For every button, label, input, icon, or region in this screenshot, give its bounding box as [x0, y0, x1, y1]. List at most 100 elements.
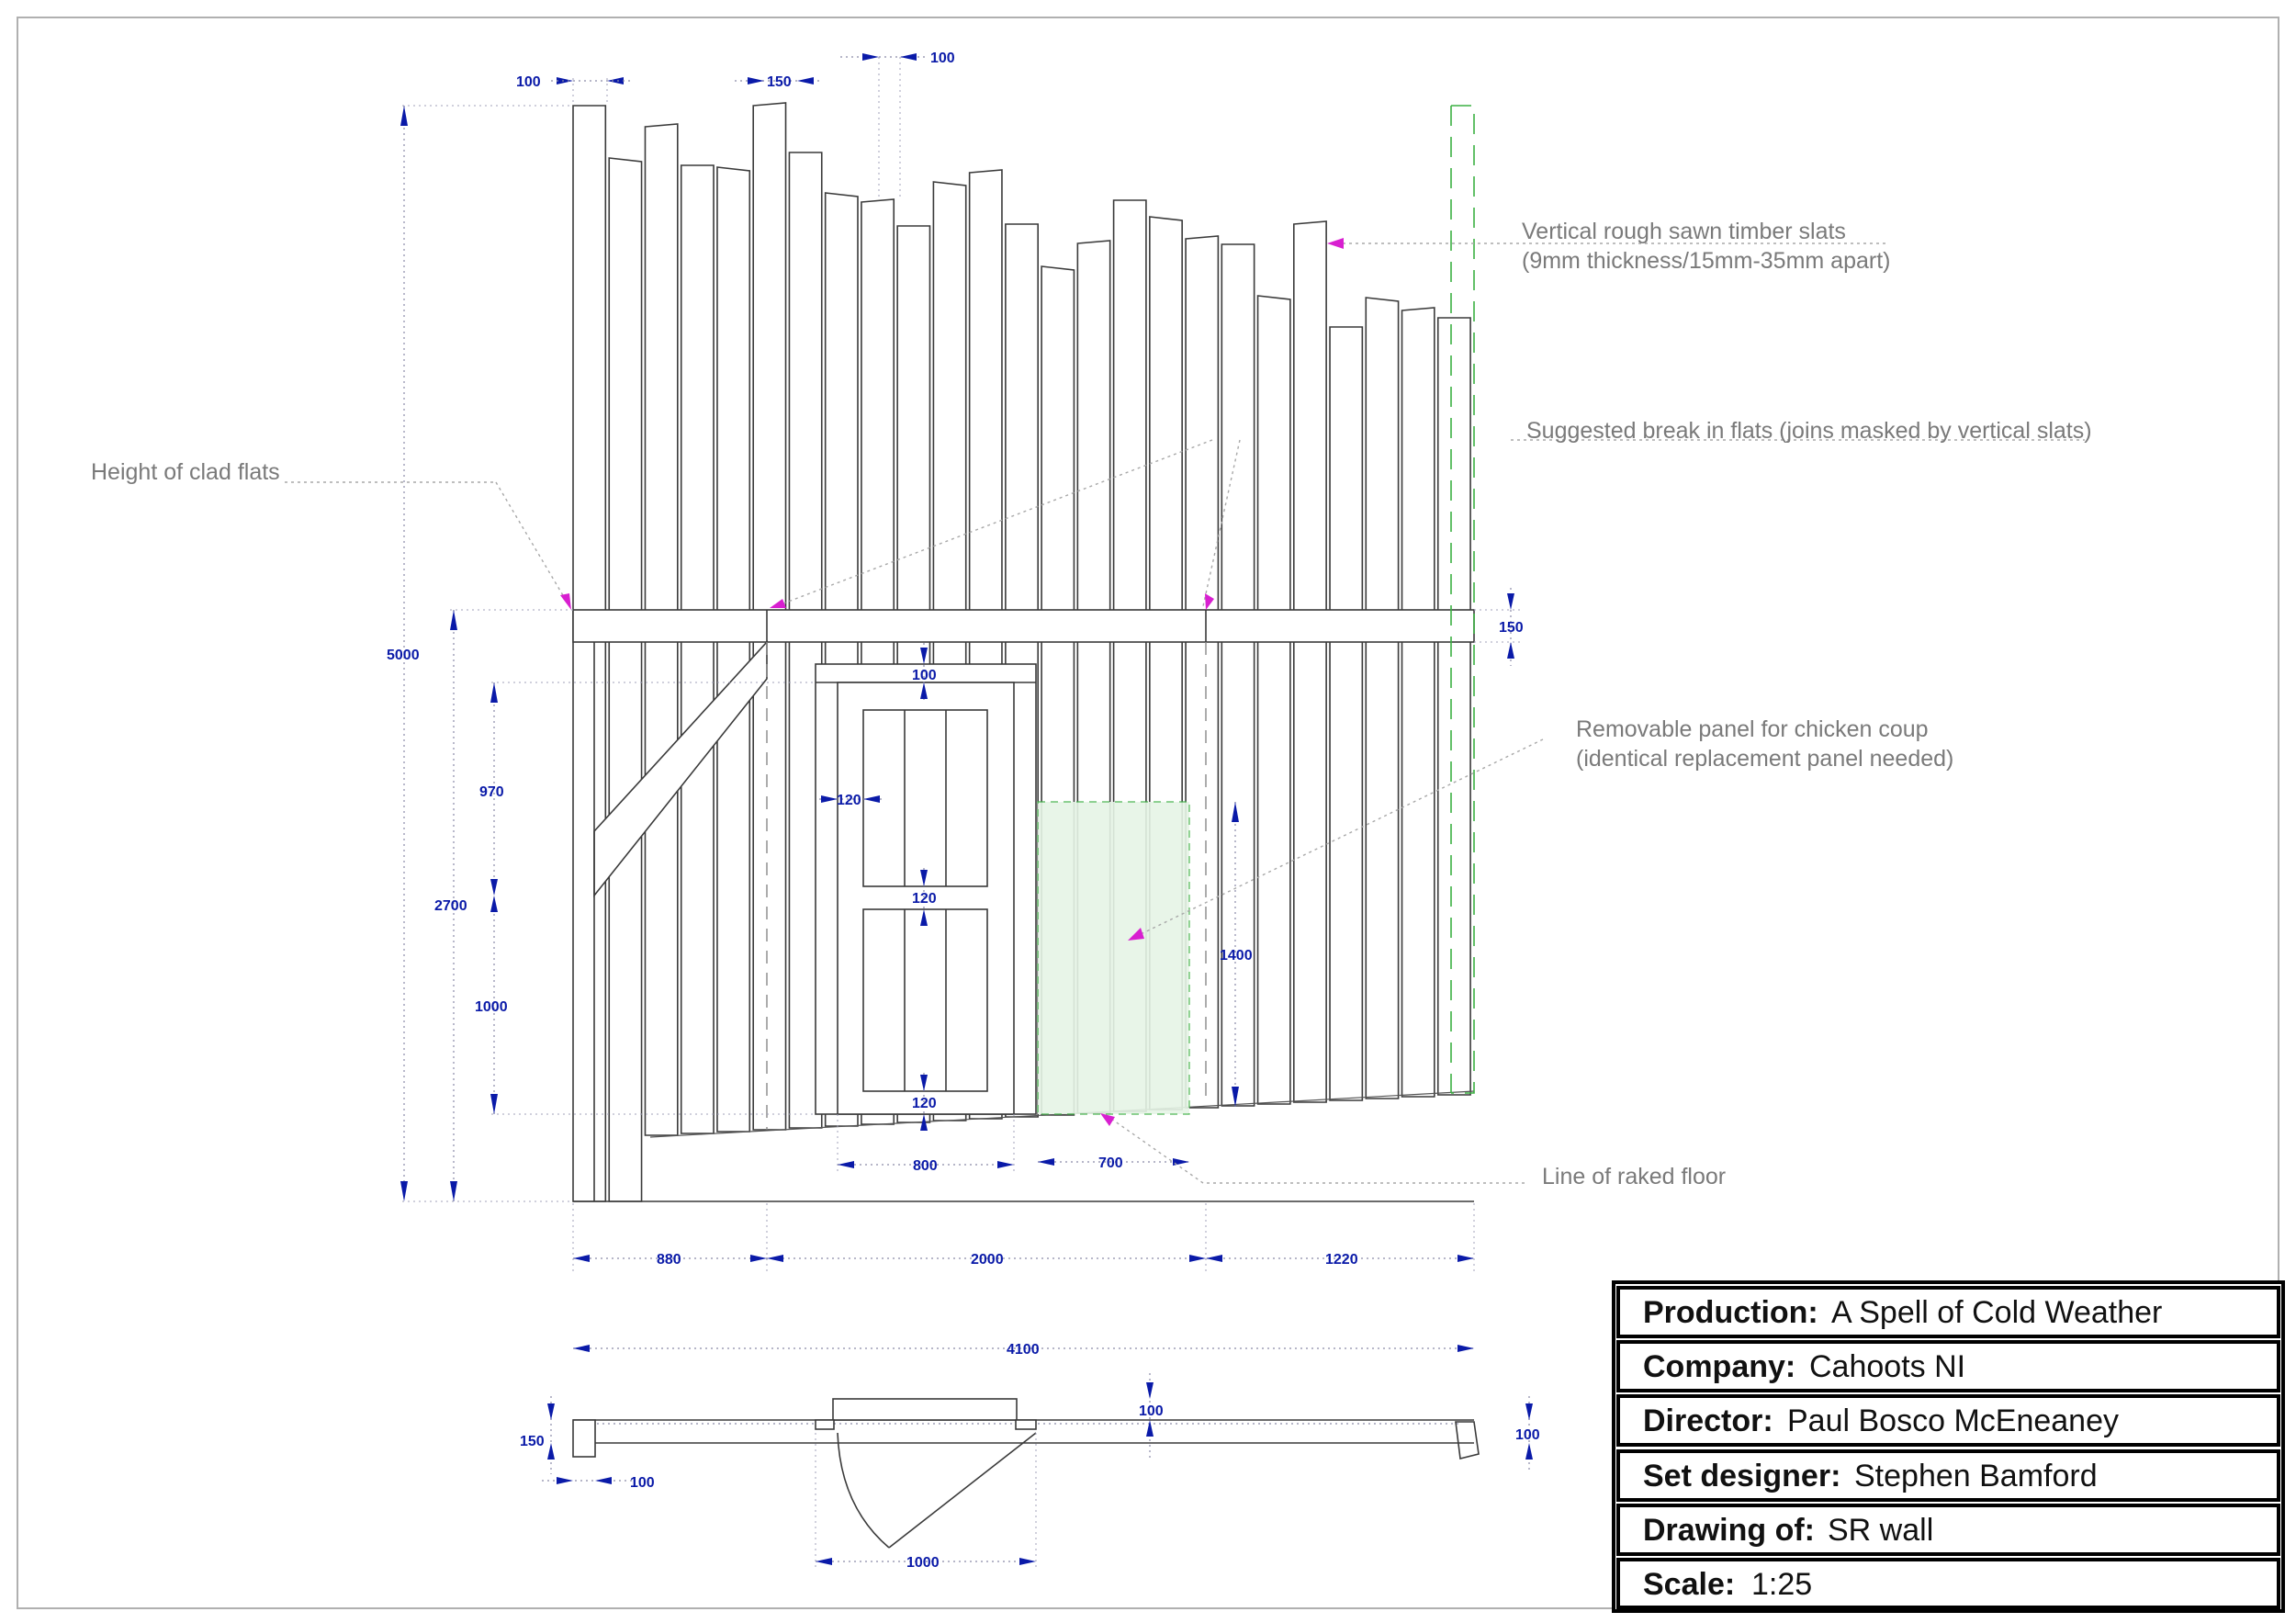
director-label: Director: — [1643, 1403, 1773, 1438]
dim-arrow — [557, 1477, 573, 1484]
leader-marker — [1100, 1113, 1115, 1126]
dim-arrow — [1232, 1087, 1239, 1107]
dim-plan-total: 4100 — [1007, 1342, 1040, 1358]
company-value: Cahoots NI — [1809, 1349, 1965, 1384]
dim-door-mid-rail: 120 — [912, 891, 937, 907]
annotations: Vertical rough sawn timber slats (9mm th… — [91, 219, 2092, 1189]
dim-arrow — [400, 1181, 408, 1201]
dim-panel-height: 1400 — [1220, 948, 1253, 964]
dim-arrow — [1525, 1403, 1533, 1420]
dim-arrow — [1019, 1558, 1036, 1565]
dim-panel-width: 700 — [1098, 1155, 1123, 1171]
note-clad-height: Height of clad flats — [91, 459, 280, 485]
timber-slat — [1401, 307, 1435, 1098]
production-value: A Spell of Cold Weather — [1831, 1295, 2162, 1330]
dim-arrow — [797, 77, 814, 85]
dim-arrow — [821, 795, 838, 803]
scale-label: Scale: — [1643, 1567, 1735, 1602]
production-label: Production: — [1643, 1295, 1818, 1330]
dim-arrow — [920, 909, 928, 926]
dim-door-head: 100 — [912, 668, 937, 683]
timber-slat — [1329, 326, 1364, 1101]
dim-arrow — [1173, 1158, 1189, 1166]
plan-door-jamb-left — [815, 1419, 835, 1430]
title-block: Production: A Spell of Cold Weather Comp… — [1612, 1280, 2285, 1613]
dim-arrow — [920, 1075, 928, 1091]
title-row-director — [1616, 1394, 2280, 1447]
elevation-dimensions: 100 150 100 5000 2700 970 — [387, 51, 1524, 1272]
timber-slat — [608, 157, 643, 1202]
timber-slat — [716, 166, 751, 1133]
dim-arrow — [490, 896, 498, 912]
drawing-value: SR wall — [1828, 1513, 1933, 1548]
dim-door-top-gap: 970 — [479, 784, 504, 800]
leader-panel — [1138, 738, 1544, 936]
dim-door-stile: 120 — [837, 793, 861, 808]
dim-arrow — [1189, 1255, 1206, 1262]
note-slats-line1: Vertical rough sawn timber slats — [1522, 219, 1846, 244]
designer-label: Set designer: — [1643, 1459, 1840, 1493]
dim-arrow — [838, 1161, 854, 1168]
dim-arrow — [450, 1181, 457, 1201]
dim-arrow — [863, 795, 880, 803]
leader-marker — [1327, 238, 1344, 249]
dim-arrow — [1232, 802, 1239, 822]
note-panel-line1: Removable panel for chicken coup — [1576, 716, 1929, 742]
timber-slat — [572, 105, 607, 1202]
plan-door-jamb-right — [1015, 1419, 1037, 1430]
dim-top-gap: 100 — [930, 51, 955, 66]
dim-arrow — [573, 1255, 590, 1262]
leader-break-right — [1202, 439, 1241, 607]
title-row-company — [1616, 1340, 2280, 1392]
dim-total-height: 5000 — [387, 648, 420, 663]
dim-arrow — [490, 1094, 498, 1114]
leader-marker — [560, 593, 571, 610]
dim-arrow — [1146, 1382, 1154, 1399]
note-panel-line2: (identical replacement panel needed) — [1576, 746, 1953, 772]
dim-rail: 150 — [1499, 620, 1524, 636]
note-slats-line2: (9mm thickness/15mm-35mm apart) — [1522, 248, 1890, 274]
title-row-designer — [1616, 1449, 2280, 1502]
dim-arrow — [900, 53, 917, 61]
leader-marker — [1205, 593, 1214, 610]
dim-arrow — [1507, 642, 1514, 659]
dim-door-swing: 1000 — [906, 1555, 940, 1571]
dim-arrow — [607, 77, 624, 85]
dim-arrow — [1458, 1255, 1474, 1262]
dim-arrow — [547, 1443, 555, 1460]
dim-arrow — [595, 1477, 612, 1484]
dim-arrow — [920, 1114, 928, 1131]
removable-panel — [1037, 801, 1190, 1115]
dim-arrow — [573, 1345, 590, 1352]
dim-arrow — [1038, 1158, 1054, 1166]
dim-plan-depth: 150 — [520, 1434, 545, 1449]
elevation-view — [572, 102, 1475, 1202]
dim-arrow — [816, 1558, 832, 1565]
plan-post-left — [572, 1419, 596, 1458]
director-value: Paul Bosco McEneaney — [1787, 1403, 2119, 1438]
removable-edge-right — [1451, 105, 1475, 1094]
dim-slat-gap: 150 — [767, 74, 792, 90]
dim-plan-post: 100 — [630, 1475, 655, 1491]
timber-slat — [680, 164, 715, 1134]
dim-door-lower: 1000 — [475, 999, 508, 1015]
leader-break-left — [775, 439, 1213, 607]
dim-arrow — [920, 648, 928, 664]
note-raked-floor: Line of raked floor — [1542, 1164, 1726, 1189]
dim-arrow — [547, 1403, 555, 1420]
leader-marker — [1128, 928, 1144, 941]
dim-arrow — [1507, 593, 1514, 610]
plan-door-swing — [837, 1432, 890, 1549]
dim-arrow — [400, 106, 408, 126]
timber-slat — [1221, 243, 1255, 1107]
plan-view: 4100 150 100 100 100 — [520, 1342, 1540, 1571]
title-row-drawing — [1616, 1504, 2280, 1556]
dim-arrow — [450, 610, 457, 630]
horizontal-rail — [572, 609, 1475, 643]
dim-door-width: 800 — [913, 1158, 938, 1174]
dim-bay-left: 880 — [657, 1252, 681, 1268]
scale-value: 1:25 — [1751, 1567, 1812, 1602]
sheet-border — [17, 17, 2279, 1609]
plan-return-piece — [1455, 1421, 1480, 1460]
